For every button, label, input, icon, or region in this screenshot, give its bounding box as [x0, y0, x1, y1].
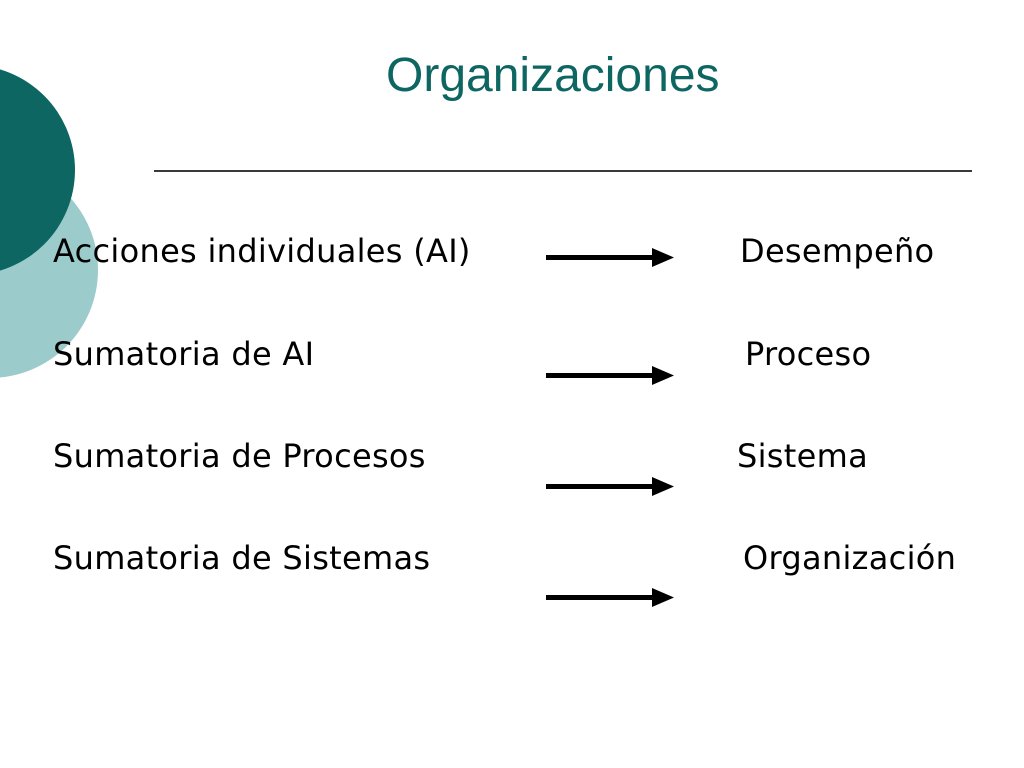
relation-row-sumatoria-procesos: Sumatoria de Procesos Sistema	[0, 436, 1024, 496]
relation-row-sumatoria-sistemas: Sumatoria de Sistemas Organización	[0, 538, 1024, 607]
slide-title: Organizaciones	[386, 49, 720, 102]
row-left-label: Sumatoria de Sistemas	[53, 539, 431, 577]
row-right-label: Organización	[743, 539, 957, 577]
right-arrow-icon	[546, 588, 674, 607]
right-arrow-icon	[546, 248, 674, 267]
row-right-label: Proceso	[745, 335, 872, 373]
relation-row-sumatoria-ai: Sumatoria de AI Proceso	[0, 334, 1024, 394]
row-right-label: Sistema	[737, 437, 868, 475]
title-underline	[154, 170, 972, 172]
row-left-label: Sumatoria de AI	[53, 335, 315, 373]
row-right-label: Desempeño	[740, 232, 935, 270]
row-left-label: Sumatoria de Procesos	[53, 437, 426, 475]
relation-row-acciones: Acciones individuales (AI) Desempeño	[0, 231, 1024, 291]
right-arrow-icon	[546, 366, 674, 385]
row-left-label: Acciones individuales (AI)	[53, 232, 471, 270]
right-arrow-icon	[546, 477, 674, 496]
